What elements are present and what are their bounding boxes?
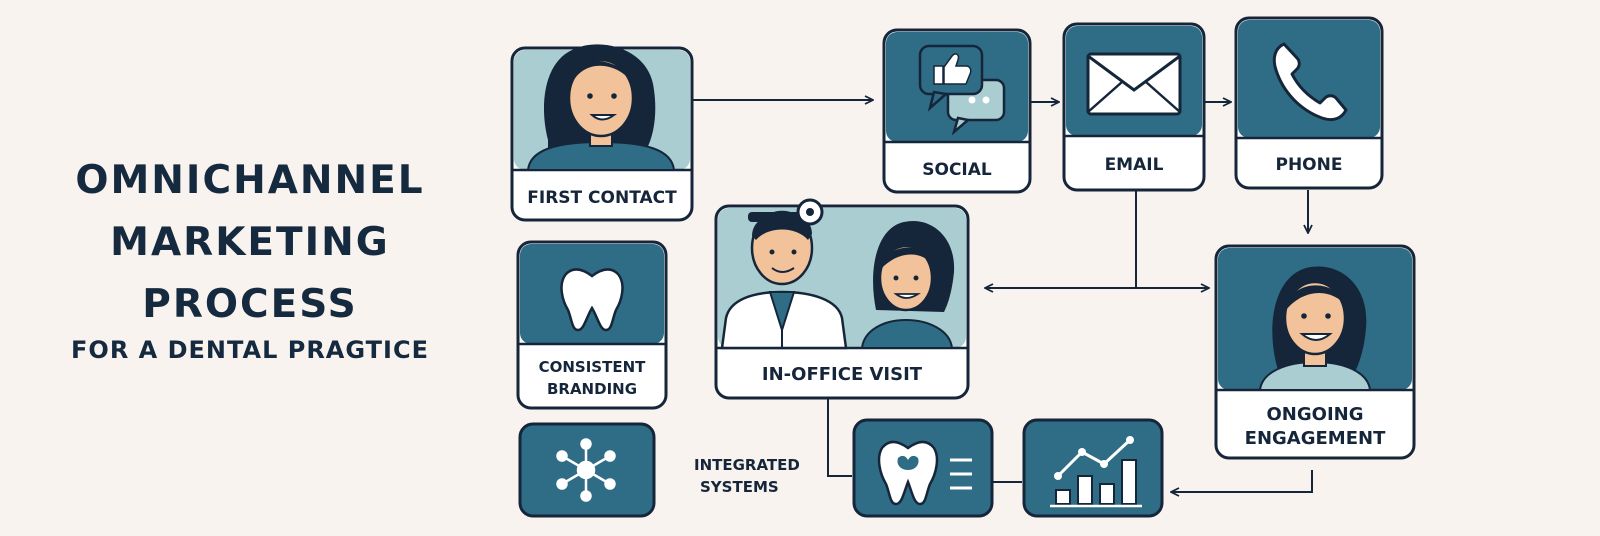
bar-chart-trend-icon [1050,436,1142,508]
smiling-woman-icon [1258,266,1372,391]
envelope-icon [1086,52,1182,116]
woman-avatar-icon [526,44,676,171]
phone-handset-icon [1272,42,1348,122]
title-line-1: OMNICHANNEL [75,158,425,203]
email-label: EMAIL [1105,155,1164,175]
in-office-visit-label: IN-OFFICE VISIT [762,364,923,385]
branding-label-line1: CONSISTENT [539,358,647,376]
engagement-label-line2: ENGAGEMENT [1245,428,1386,449]
social-label: SOCIAL [922,160,992,180]
node-social: SOCIAL [882,28,1032,194]
node-network [518,422,656,518]
node-ongoing-engagement: ONGOING ENGAGEMENT [1214,244,1416,460]
integrated-systems-caption: INTEGRATED SYSTEMS [694,456,800,496]
node-in-office-visit: IN-OFFICE VISIT [714,198,970,400]
line-visit-to-records [827,398,852,477]
first-contact-label: FIRST CONTACT [527,188,677,208]
node-analytics [1022,418,1164,518]
title-line-2: MARKETING [110,220,390,265]
node-email: EMAIL [1062,22,1206,192]
dentist-and-patient-icon [720,198,955,350]
tooth-icon [560,268,624,332]
node-phone: PHONE [1234,16,1384,190]
integrated-systems-line2: SYSTEMS [700,478,779,496]
title-line-3: PROCESS [142,282,358,327]
phone-label: PHONE [1276,155,1343,175]
tooth-record-icon [877,440,972,506]
node-records [852,418,994,518]
node-first-contact: FIRST CONTACT [510,44,694,222]
connectors [690,100,1313,492]
engagement-label-line1: ONGOING [1267,404,1364,425]
thumbs-up-chat-icon [918,44,1006,136]
title-block: OMNICHANNEL MARKETING PROCESS FOR A DENT… [40,150,460,364]
arrow-engagement-to-analytics [1172,470,1313,492]
network-hub-icon [556,438,616,502]
branding-label-line2: BRANDING [547,380,637,398]
subtitle: FOR A DENTAL PRAGTICE [71,336,429,364]
integrated-systems-line1: INTEGRATED [694,456,800,474]
node-consistent-branding: CONSISTENT BRANDING [516,240,668,410]
